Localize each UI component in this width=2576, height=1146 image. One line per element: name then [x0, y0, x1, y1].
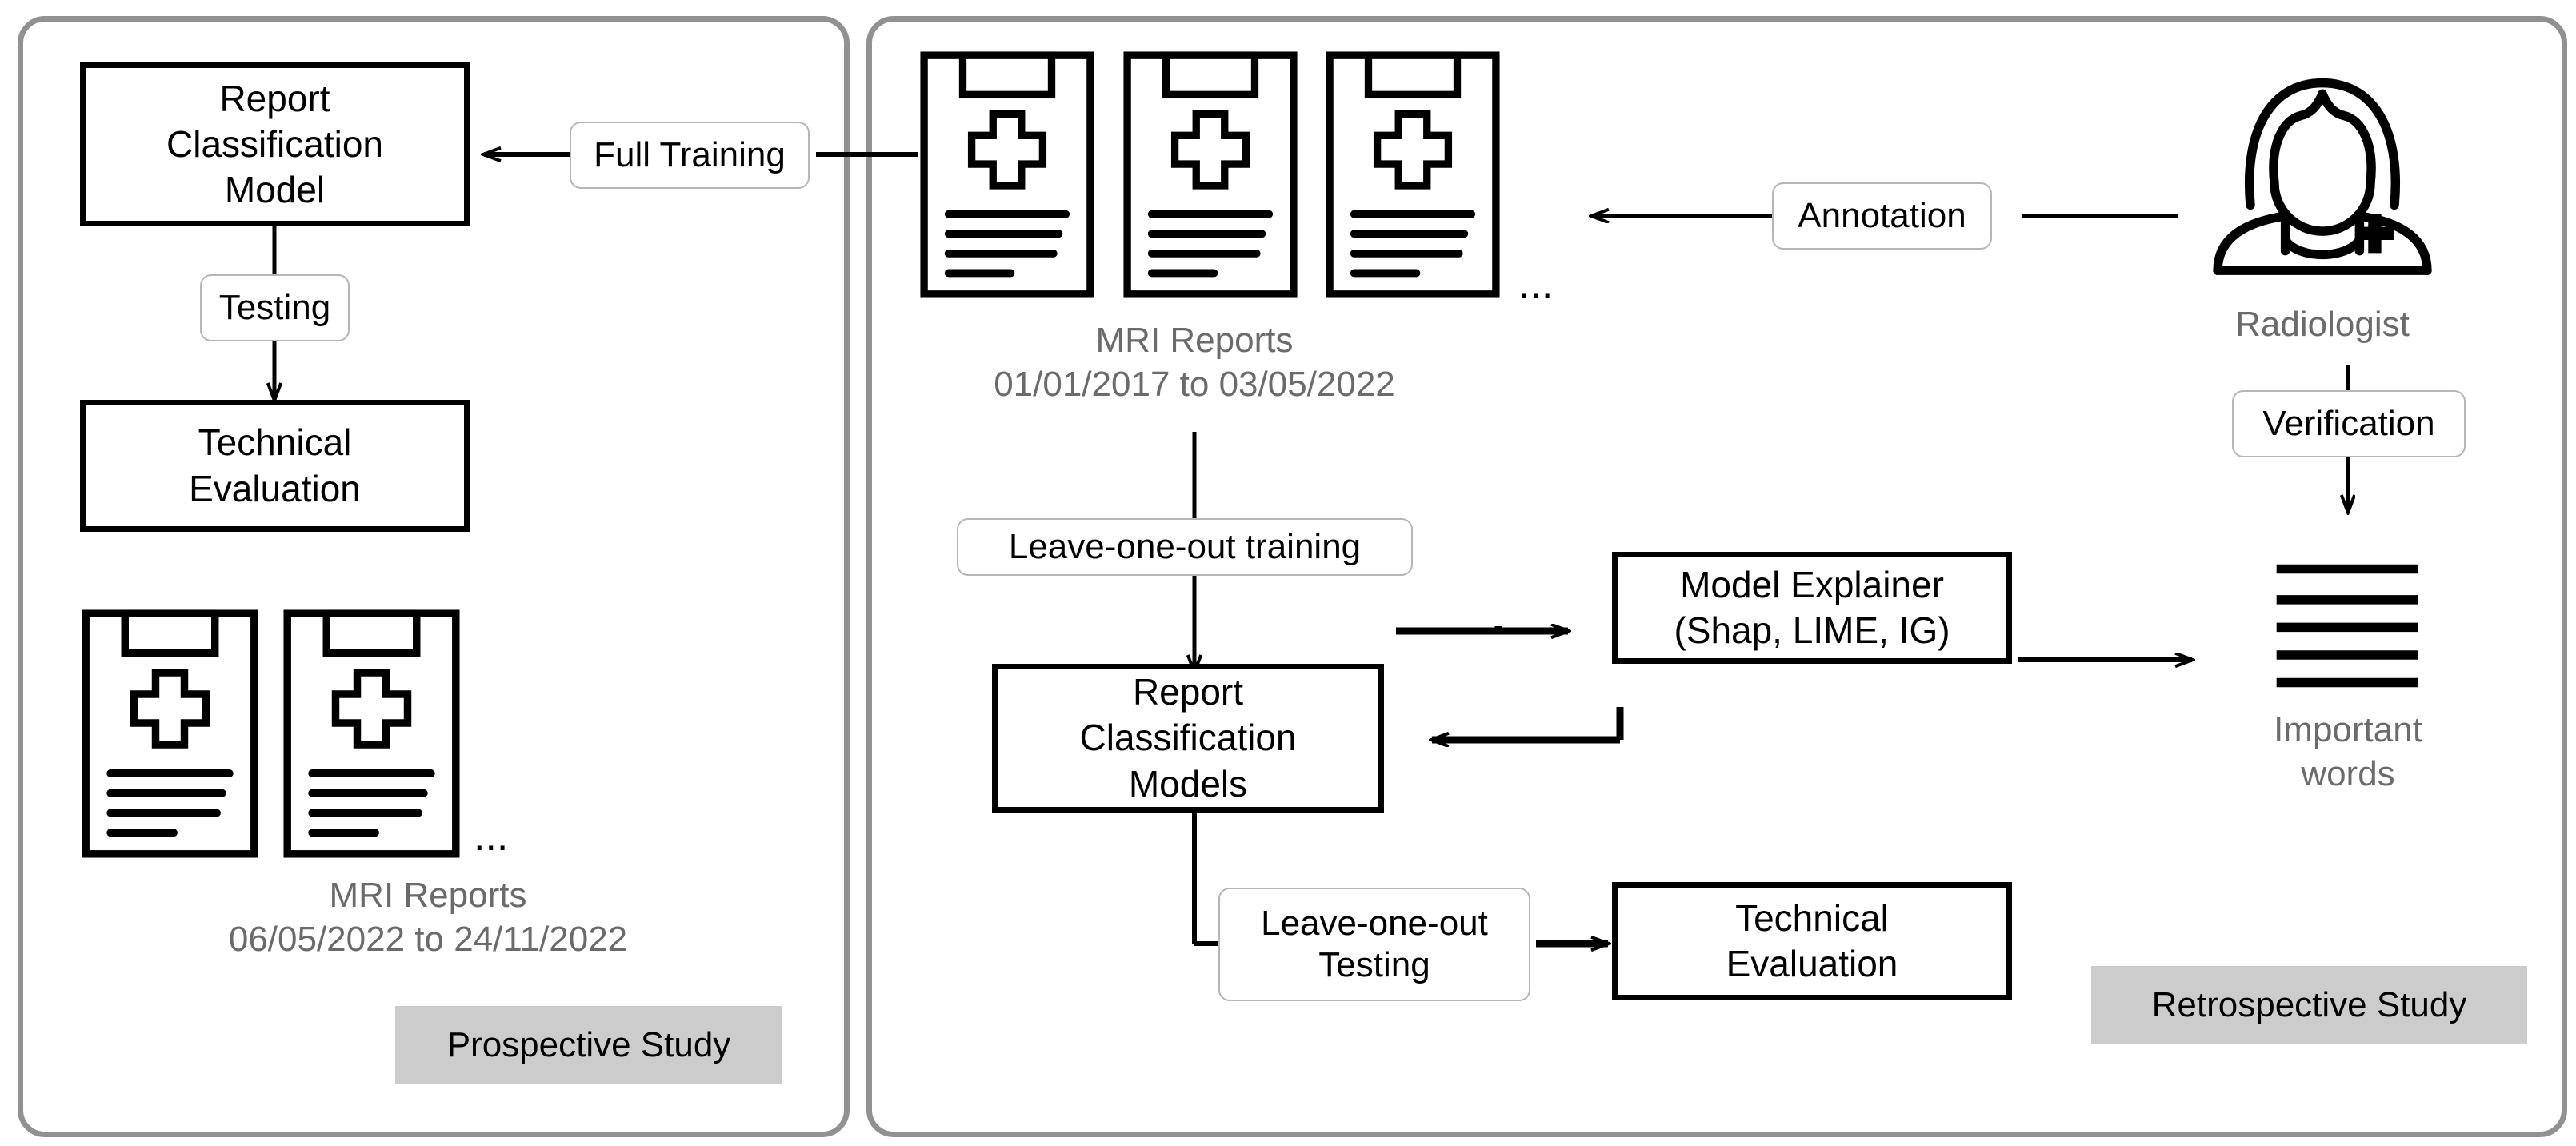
report-classification-models-box[interactable]: Report Classification Models [992, 664, 1384, 813]
te-left-line-1: Technical [198, 421, 352, 464]
pill-testing[interactable]: Testing [200, 274, 350, 341]
prospective-study-badge-label: Prospective Study [446, 1024, 731, 1064]
clipboard-medical-icon [282, 608, 462, 860]
pill-loo-testing-line-2: Testing [1318, 945, 1430, 984]
prospective-study-badge: Prospective Study [395, 1006, 782, 1084]
rcms-line-3: Models [1128, 762, 1248, 805]
reports-ellipsis-left: ... [474, 813, 509, 860]
pill-loo-training-label: Leave-one-out training [1008, 527, 1362, 567]
mri-caption-left-line2: 06/05/2022 to 24/11/2022 [228, 920, 628, 960]
te-right-line-2: Evaluation [1726, 943, 1898, 984]
model-explainer-box[interactable]: Model Explainer (Shap, LIME, IG) [1612, 552, 2012, 664]
model-explainer-line-2: (Shap, LIME, IG) [1674, 609, 1950, 651]
report-classification-model-box[interactable]: Report Classification Model [80, 62, 470, 226]
pill-full-training-label: Full Training [594, 135, 786, 175]
connector-explainer-to-models [1432, 707, 1624, 740]
technical-evaluation-box-left[interactable]: Technical Evaluation [80, 400, 470, 532]
mri-caption-left-line1: MRI Reports [329, 876, 527, 915]
mri-caption-right-line1: MRI Reports [1095, 321, 1294, 360]
important-words-line1: Important [2274, 710, 2422, 749]
retrospective-study-badge: Retrospective Study [2091, 966, 2527, 1044]
mri-caption-right-line2: 01/01/2017 to 03/05/2022 [994, 365, 1395, 405]
pill-verification[interactable]: Verification [2232, 390, 2466, 457]
clipboard-medical-icon [1122, 50, 1299, 300]
te-left-line-2: Evaluation [189, 467, 361, 509]
pill-leave-one-out-testing[interactable]: Leave-one-out Testing [1218, 888, 1530, 1001]
rcm-line-2: Classification [166, 122, 383, 165]
rcm-line-1: Report [219, 77, 330, 119]
prospective-study-panel [18, 16, 850, 1137]
pill-loo-testing-line-1: Leave-one-out [1261, 904, 1488, 944]
rcms-line-2: Classification [1079, 717, 1297, 759]
reports-ellipsis-right: ... [1518, 262, 1554, 308]
pill-testing-label: Testing [218, 288, 331, 328]
text-lines-icon [2270, 560, 2424, 692]
rcms-line-1: Report [1132, 671, 1244, 713]
important-words-line2: words [2301, 754, 2395, 794]
pill-annotation-label: Annotation [1798, 196, 1966, 236]
pill-annotation[interactable]: Annotation [1772, 182, 1992, 250]
pill-full-training[interactable]: Full Training [570, 122, 810, 189]
retrospective-study-badge-label: Retrospective Study [2151, 984, 2467, 1024]
radiologist-caption: Radiologist [2235, 305, 2410, 344]
rcm-line-3: Model [224, 169, 326, 211]
te-right-line-1: Technical [1735, 896, 1889, 939]
important-words-caption: Important words [2208, 708, 2488, 797]
clipboard-medical-icon [80, 608, 260, 860]
mri-reports-caption-left: MRI Reports 06/05/2022 to 24/11/2022 [18, 873, 838, 962]
model-explainer-line-1: Model Explainer [1680, 563, 1944, 605]
retrospective-study-panel [866, 16, 2567, 1137]
pill-verification-label: Verification [2262, 404, 2435, 444]
technical-evaluation-box-right[interactable]: Technical Evaluation [1612, 882, 2012, 1000]
connector-models-to-loo-testing [1192, 810, 1222, 946]
clipboard-medical-icon [918, 50, 1096, 300]
mri-reports-caption-right: MRI Reports 01/01/2017 to 03/05/2022 [918, 318, 1470, 407]
radiologist-person-icon [2202, 48, 2442, 288]
connector-models-to-explainer [1396, 626, 1568, 631]
pill-leave-one-out-training[interactable]: Leave-one-out training [957, 518, 1413, 576]
clipboard-medical-icon [1324, 50, 1502, 300]
